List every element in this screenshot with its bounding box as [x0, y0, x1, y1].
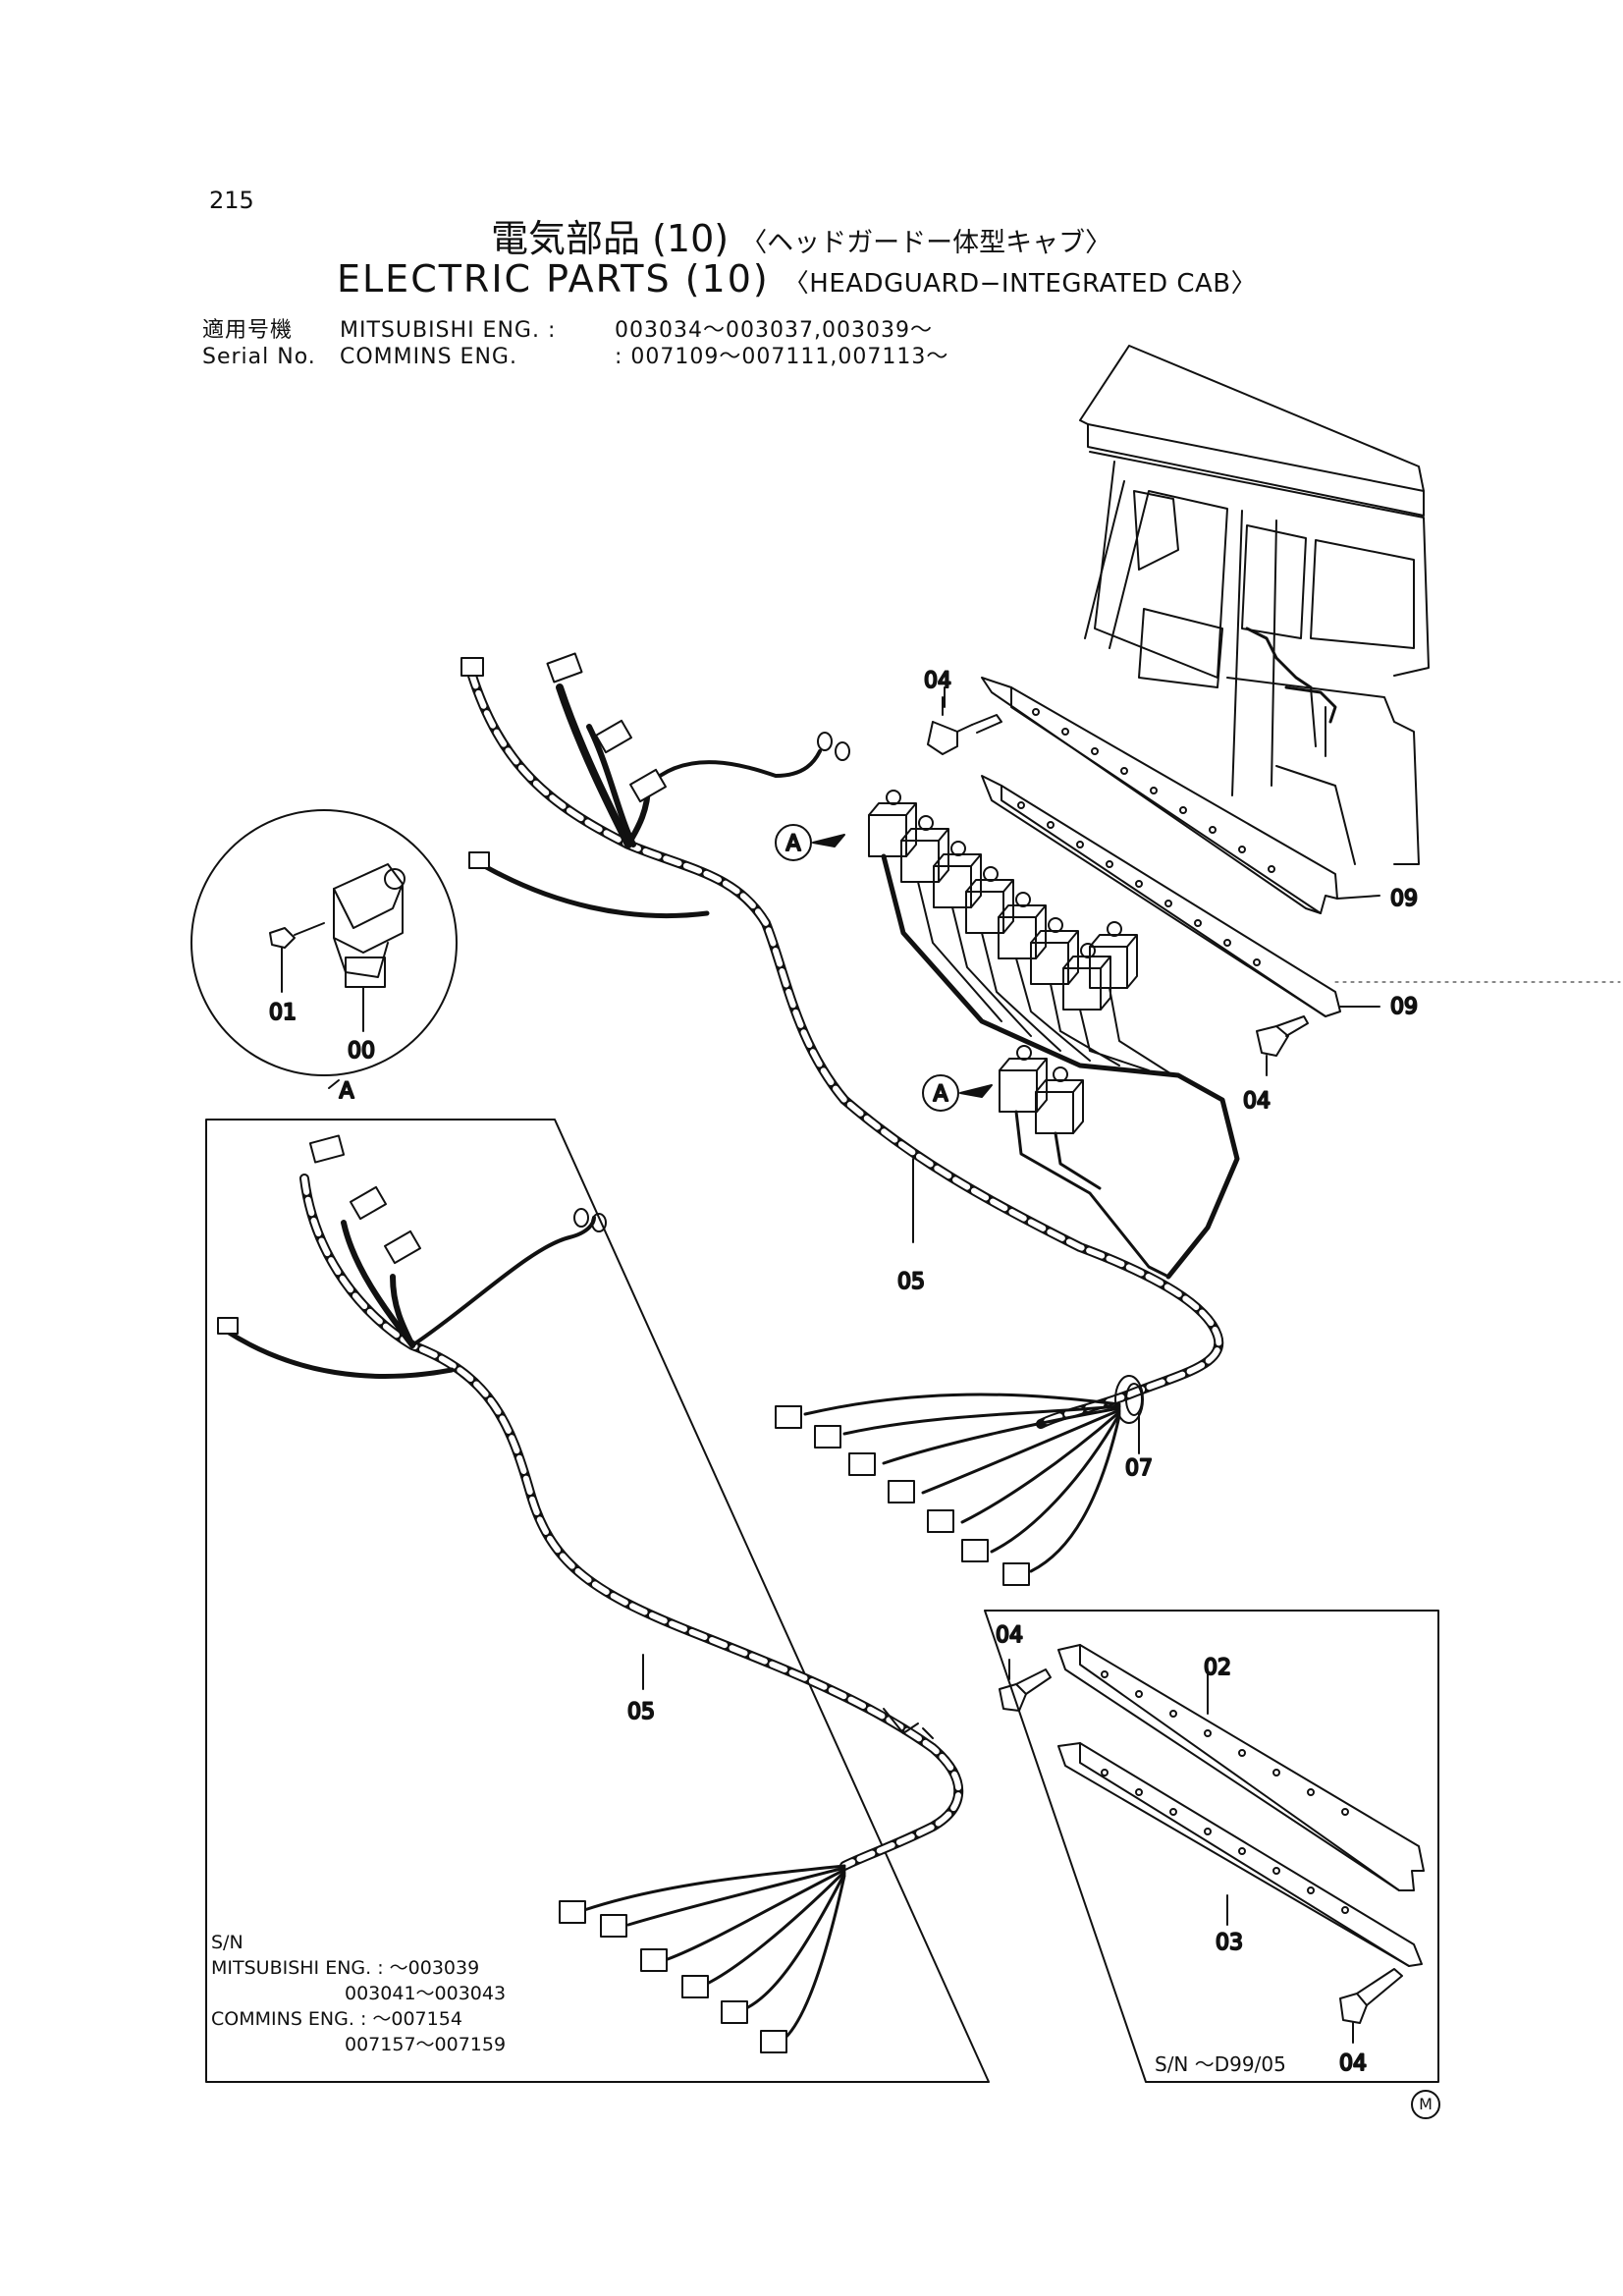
- callout-05: 05: [627, 1700, 655, 1724]
- title-en-main: ELECTRIC PARTS (10): [337, 257, 770, 301]
- inset-frame-left: [205, 1119, 990, 2083]
- callout-04: 04: [996, 1623, 1023, 1648]
- title-en-sub: 〈HEADGUARD−INTEGRATED CAB〉: [783, 269, 1258, 299]
- callout-leader: [642, 686, 1140, 1690]
- serial-label-en: Serial No.: [202, 345, 316, 369]
- callout-09: 09: [1390, 995, 1418, 1019]
- callout-05: 05: [897, 1270, 925, 1294]
- sn-commins: COMMINS ENG. : ～007154: [211, 2008, 462, 2030]
- bracket-leader: [1207, 1668, 1228, 1926]
- detail-label-a: A: [339, 1079, 353, 1104]
- inset-frame-right: [984, 1610, 1439, 2083]
- plate-leader: [1336, 895, 1380, 1008]
- detail-marker-label: A: [785, 832, 800, 856]
- callout-00: 00: [348, 1039, 375, 1064]
- callout-07: 07: [1125, 1456, 1153, 1481]
- bolt-icon: [1256, 1015, 1309, 1076]
- mitsubishi-label: MITSUBISHI ENG. :: [340, 318, 557, 343]
- sn-commins-2: 007157～007159: [345, 2034, 507, 2055]
- serial-note-right: S/N ～D99/05: [1155, 2052, 1286, 2076]
- plate-upper: [981, 677, 1338, 914]
- plate-lower: [981, 775, 1341, 1017]
- bolt-icon: [927, 696, 1002, 755]
- bolt-icon: [1339, 1968, 1403, 2044]
- serial-line-mitsubishi: 適用号機 MITSUBISHI ENG. : 003034～003037,00303…: [202, 312, 933, 344]
- serial-label-jp: 適用号機: [202, 318, 294, 343]
- serial-line-commins: Serial No. COMMINS ENG. : 007109～007111,00…: [202, 339, 948, 370]
- wire-fanout-top: [775, 1393, 1121, 1586]
- wire-harness-inset: [217, 1134, 964, 2053]
- commins-label: COMMINS ENG.: [340, 345, 517, 369]
- title-english: ELECTRIC PARTS (10) 〈HEADGUARD−INTEGRATE…: [337, 257, 1257, 301]
- bolt-icon: [999, 1659, 1052, 1712]
- grommet-icon: [1114, 1375, 1144, 1424]
- detail-marker-a: [775, 824, 993, 1112]
- wire-harness-main: [460, 652, 1224, 1429]
- callout-09: 09: [1390, 887, 1418, 911]
- relay-bank: [868, 790, 1240, 1280]
- commins-range: : 007109～007111,007113～: [615, 345, 949, 369]
- bracket-lower: [1057, 1742, 1423, 1967]
- detail-marker-label: A: [933, 1082, 947, 1107]
- callout-03: 03: [1216, 1931, 1243, 1955]
- sn-mitsubishi: MITSUBISHI ENG. : ～003039: [211, 1957, 480, 1979]
- title-jp-main: 電気部品 (10): [491, 217, 730, 260]
- mitsubishi-range: 003034～003037,003039～: [615, 318, 933, 343]
- bracket-upper: [1057, 1644, 1425, 1891]
- manufacturer-mark: M: [1411, 2090, 1440, 2119]
- sn-label: S/N: [211, 1932, 243, 1953]
- callout-04: 04: [1243, 1089, 1271, 1114]
- serial-note-left: S/N MITSUBISHI ENG. : ～003039 003041～003…: [211, 1930, 506, 2057]
- detail-a-circle: [190, 809, 458, 1089]
- cab-illustration: [1079, 345, 1430, 865]
- sn-mitsubishi-2: 003041～003043: [345, 1983, 507, 2004]
- page-number: 215: [209, 187, 254, 214]
- callout-02: 02: [1204, 1656, 1231, 1680]
- title-japanese: 電気部品 (10) 〈ヘッドガードー体型キャブ〉: [491, 208, 1111, 262]
- title-jp-sub: 〈ヘッドガードー体型キャブ〉: [740, 228, 1112, 258]
- callout-01: 01: [269, 1001, 297, 1025]
- callout-04: 04: [924, 669, 951, 693]
- callout-04: 04: [1339, 2051, 1367, 2076]
